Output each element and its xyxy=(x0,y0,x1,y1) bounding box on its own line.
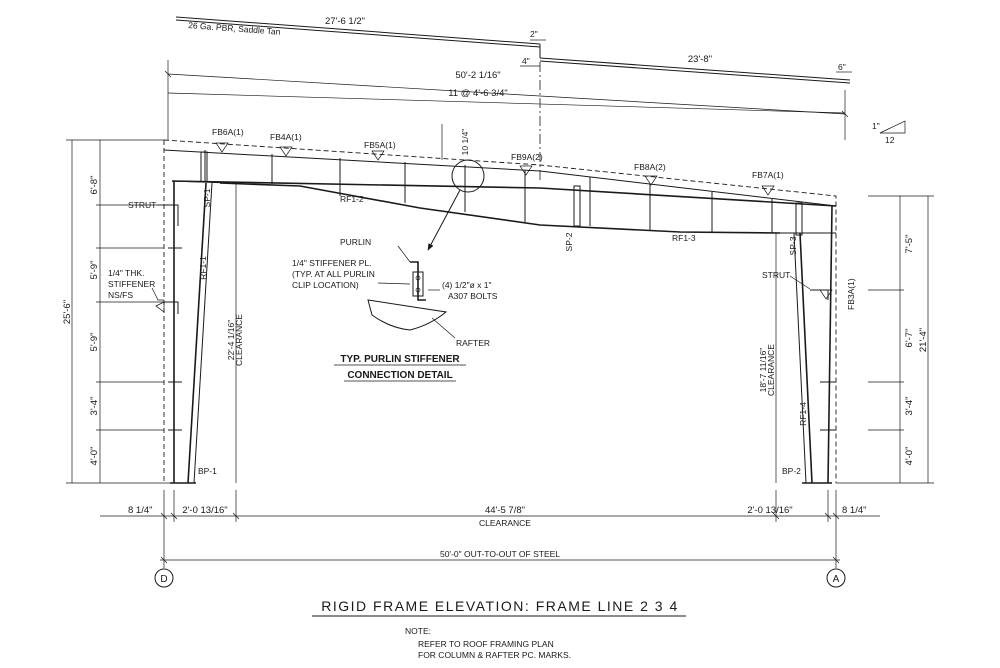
note-line: FOR COLUMN & RAFTER PC. MARKS. xyxy=(418,650,571,660)
ridge-gap-dim: 2" xyxy=(530,29,538,39)
bottom-right-offset: 8 1/4" xyxy=(842,505,867,516)
right-dim-segment: 7'-5" xyxy=(904,235,915,254)
right-dim-segment: 3'-4" xyxy=(904,397,915,416)
roof-panel-dimensions xyxy=(164,16,852,180)
flange-brace-label: FB4A(1) xyxy=(270,132,302,142)
detail-rafter-label: RAFTER xyxy=(456,338,490,348)
bottom-left-column: 2'-0 13/16" xyxy=(182,505,227,516)
purlin-spacing-dim: 11 @ 4'-6 3/4" xyxy=(448,88,508,99)
flange-brace-markers xyxy=(215,142,833,300)
bottom-overall: 50'-0" OUT-TO-OUT OF STEEL xyxy=(440,549,560,559)
left-height-dimensions xyxy=(66,139,174,484)
bottom-clear-word: CLEARANCE xyxy=(479,518,531,528)
left-dim-segment: 6'-8" xyxy=(89,176,100,195)
right-clearance-height: 18'-7 11/16" xyxy=(758,348,768,393)
flange-brace-label: FB7A(1) xyxy=(752,170,784,180)
ridge-depth-dim: 10 1/4" xyxy=(460,129,470,156)
frame-outline xyxy=(163,139,837,484)
right-height-dimensions xyxy=(836,195,934,484)
bottom-clear-span: 44'-5 7/8" xyxy=(485,505,525,516)
left-clearance-height: 22'-4 1/16" xyxy=(226,320,236,361)
detail-caption: TYP. PURLIN STIFFENER xyxy=(340,354,460,365)
clearance-lines xyxy=(235,184,777,483)
overall-rafter-dim: 50'-2 1/16" xyxy=(455,70,500,81)
rafter-left-label: RF1-2 xyxy=(340,194,364,204)
left-panel-length: 27'-6 1/2" xyxy=(325,16,365,27)
detail-plate-label: CLIP LOCATION) xyxy=(292,280,359,290)
purlin-stiffener-detail xyxy=(367,159,485,339)
right-clearance-word: CLEARANCE xyxy=(766,344,776,396)
right-dim-segment: 6'-7" xyxy=(904,329,915,348)
bottom-left-offset: 8 1/4" xyxy=(128,505,153,516)
slope-run: 12 xyxy=(885,135,895,145)
bottom-right-column: 2'-0 13/16" xyxy=(747,505,792,516)
rafter-right-label: RF1-3 xyxy=(672,233,696,243)
stiffener-note: STIFFENER xyxy=(108,279,155,289)
detail-plate-label: 1/4" STIFFENER PL. xyxy=(292,258,372,268)
right-total-height: 21'-4" xyxy=(918,328,929,352)
splice-ridge-label: SP-2 xyxy=(564,232,574,251)
stiffener-note: 1/4" THK. xyxy=(108,268,144,278)
grid-left-label: D xyxy=(160,574,167,585)
grid-bubbles xyxy=(154,568,846,588)
roof-panel-spec: 26 Ga. PBR, Saddle Tan xyxy=(188,20,281,37)
splice-right-label: SP-3 xyxy=(788,236,798,255)
flange-brace-label: FB6A(1) xyxy=(212,127,244,137)
flange-brace-label: FB8A(2) xyxy=(634,162,666,172)
slope-indicator xyxy=(879,120,906,134)
ridge-offset-dim: 4" xyxy=(522,56,530,66)
flange-brace-label: FB3A(1) xyxy=(846,278,856,310)
slope-rise: 1" xyxy=(872,121,880,131)
detail-bolts-label: A307 BOLTS xyxy=(448,291,498,301)
right-panel-length: 23'-8" xyxy=(688,54,712,65)
eave-overhang-dim: 6" xyxy=(838,62,846,72)
flange-brace-label: FB9A(2) xyxy=(511,152,543,162)
note-line: REFER TO ROOF FRAMING PLAN xyxy=(418,639,554,649)
detail-caption: CONNECTION DETAIL xyxy=(347,370,452,381)
detail-purlin-label: PURLIN xyxy=(340,237,371,247)
column-right-label: RF1-4 xyxy=(798,402,808,426)
left-total-height: 25'-6" xyxy=(62,300,73,324)
note-label: NOTE: xyxy=(405,626,431,636)
detail-bolts-label: (4) 1/2"ø x 1" xyxy=(442,280,492,290)
drawing-title: RIGID FRAME ELEVATION: FRAME LINE 2 3 4 xyxy=(321,598,679,614)
stiffener-note: NS/FS xyxy=(108,290,133,300)
splice-left-label: SP-1 xyxy=(202,188,212,207)
left-dim-segment: 3'-4" xyxy=(89,397,100,416)
left-dim-segment: 5'-9" xyxy=(89,261,100,280)
right-dim-segment: 4'-0" xyxy=(904,447,915,466)
left-clearance-word: CLEARANCE xyxy=(234,314,244,366)
detail-plate-label: (TYP. AT ALL PURLIN xyxy=(292,269,375,279)
column-left-label: RF1-1 xyxy=(198,256,208,280)
left-dim-segment: 5'-9" xyxy=(89,333,100,352)
bottom-width-dimensions xyxy=(100,490,880,568)
left-dim-segment: 4'-0" xyxy=(89,447,100,466)
base-left-label: BP-1 xyxy=(198,466,217,476)
base-right-label: BP-2 xyxy=(782,466,801,476)
grid-right-label: A xyxy=(833,574,840,585)
flange-brace-label: FB5A(1) xyxy=(364,140,396,150)
